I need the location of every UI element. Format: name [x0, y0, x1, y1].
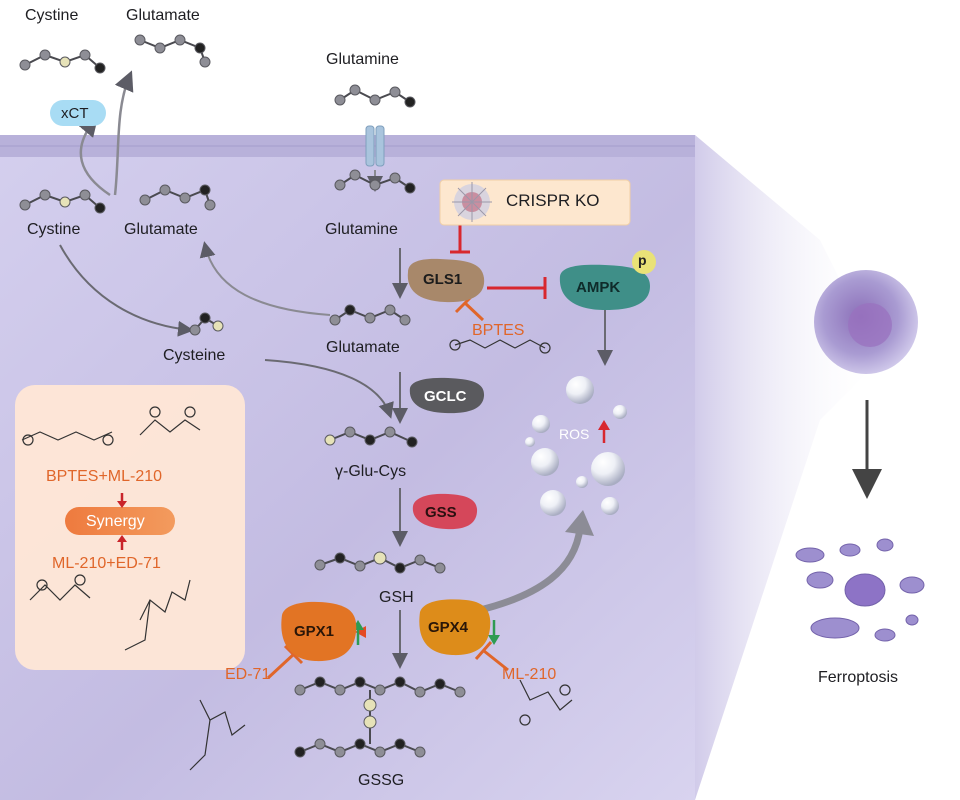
- crispr-ko-box: [439, 179, 631, 226]
- drug-structure-icon: [21, 339, 573, 771]
- label-cystine-intracellular: Cystine: [27, 221, 81, 238]
- label-gssg: GSSG: [358, 772, 405, 789]
- gclc-enzyme: [409, 377, 485, 414]
- label-glutamate-extracellular: Glutamate: [126, 7, 200, 24]
- label-gsh: GSH: [379, 589, 414, 606]
- label-glutamate-intracellular: Glutamate: [124, 221, 198, 238]
- synergy-badge: [65, 507, 175, 535]
- cystine-import-arrow: [77, 116, 111, 197]
- label-glutamate-mid: Glutamate: [326, 339, 400, 356]
- label-xct: xCT: [61, 105, 89, 122]
- label-cysteine: Cysteine: [163, 347, 226, 364]
- gpx1-enzyme: [281, 601, 357, 662]
- inhibit-icon: [450, 225, 547, 299]
- gpx4-to-ros-arrow: [479, 527, 584, 614]
- label-ampk: AMPK: [576, 279, 621, 296]
- ampk-enzyme: [559, 264, 650, 310]
- label-phospho: p: [638, 252, 647, 268]
- label-glutamine-extracellular: Glutamine: [326, 51, 399, 68]
- glutamate-export-arrow: [113, 70, 134, 196]
- label-ferroptosis: Ferroptosis: [818, 669, 899, 686]
- label-glutamine-intracellular: Glutamine: [325, 221, 398, 238]
- gss-enzyme: [412, 493, 478, 530]
- label-gpx1: GPX1: [294, 623, 335, 640]
- down-arrow-icon: [488, 620, 500, 645]
- label-gpx4: GPX4: [428, 619, 469, 636]
- ros-bubble-icon: [525, 376, 627, 516]
- gls1-enzyme: [407, 258, 485, 303]
- ferroptosis-fragments-icon: [795, 538, 925, 642]
- label-gss: GSS: [425, 504, 457, 521]
- label-ml210: ML-210: [502, 666, 557, 683]
- label-ros: ROS: [559, 426, 590, 442]
- label-crispr-ko: CRISPR KO: [506, 191, 600, 210]
- label-synergy: Synergy: [86, 513, 145, 530]
- label-gamma-glu-cys: γ-Glu-Cys: [335, 463, 407, 480]
- label-ml210-ed71: ML-210+ED-71: [52, 555, 161, 572]
- label-gclc: GCLC: [424, 388, 467, 405]
- label-bptes-ml210: BPTES+ML-210: [46, 468, 163, 485]
- label-gls1: GLS1: [423, 271, 463, 288]
- label-bptes: BPTES: [472, 322, 525, 339]
- glutamine-transporter: [365, 125, 375, 167]
- zoom-wedge: [695, 135, 880, 800]
- synergy-arrows: [117, 493, 127, 550]
- xct-transporter-badge: [50, 100, 106, 126]
- gpx4-enzyme: [419, 599, 491, 656]
- ros-up-arrow-icon: [598, 420, 610, 443]
- label-cystine-extracellular: Cystine: [25, 7, 79, 24]
- label-ed71: ED-71: [225, 666, 271, 683]
- phospho-badge: [632, 250, 656, 274]
